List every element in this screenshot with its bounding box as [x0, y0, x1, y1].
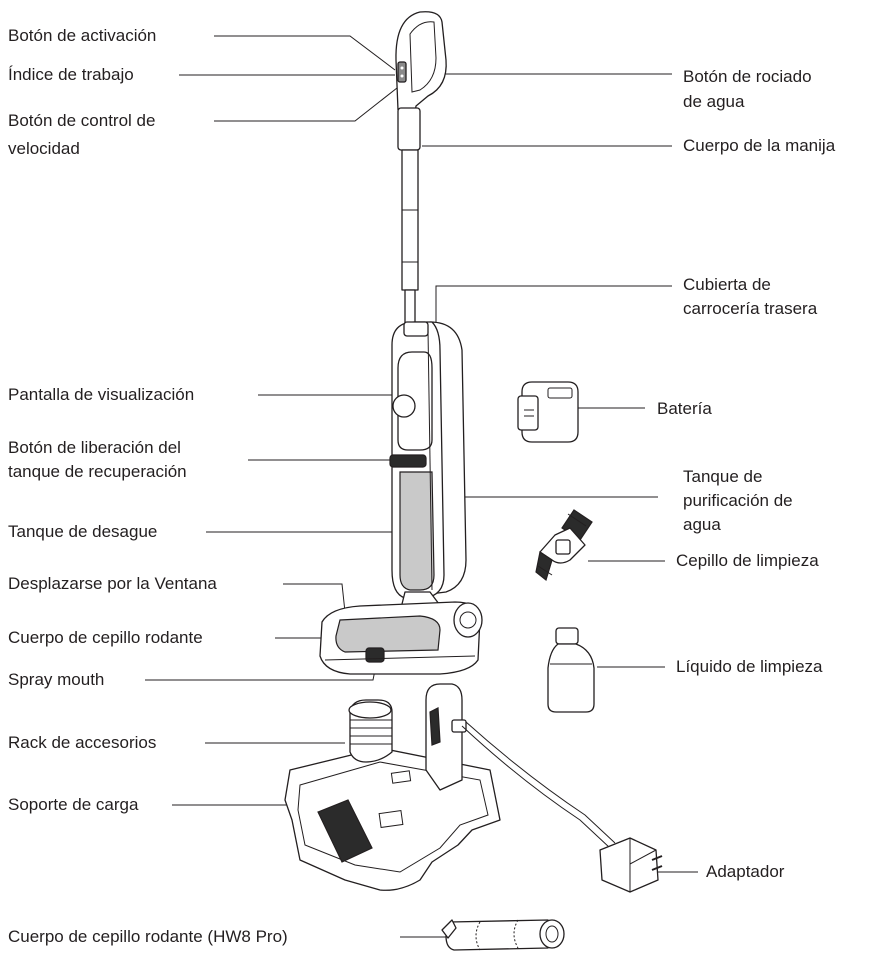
label-adaptador: Adaptador — [706, 862, 785, 881]
label-boton-rociado-line2: de agua — [683, 92, 745, 111]
display-screen — [392, 394, 416, 418]
label-boton-velocidad-line1: Botón de control de — [8, 111, 156, 130]
label-liberacion-line1: Botón de liberación del — [8, 438, 181, 457]
roller-brush-pro — [441, 919, 565, 951]
label-pantalla: Pantalla de visualización — [8, 385, 195, 404]
label-cepillo-pro: Cuerpo de cepillo rodante (HW8 Pro) — [8, 927, 288, 946]
label-desplazarse: Desplazarse por la Ventana — [8, 574, 217, 593]
label-cubierta-line1: Cubierta de — [683, 275, 771, 294]
spray-nozzle — [365, 647, 385, 663]
cleaning-brush — [535, 509, 593, 582]
label-soporte: Soporte de carga — [8, 795, 139, 814]
leader-boton-velocidad — [214, 87, 398, 122]
label-cubierta-line2: carrocería trasera — [683, 299, 818, 318]
label-purificacion-line2: purificación de — [683, 491, 793, 510]
accessory-rack — [348, 699, 393, 763]
label-boton-activacion: Botón de activación — [8, 26, 157, 45]
drain-tank — [399, 471, 435, 591]
label-liberacion-line2: tanque de recuperación — [8, 462, 187, 481]
label-purificacion-line3: agua — [683, 515, 721, 534]
release-button — [389, 454, 427, 468]
leader-boton-activacion — [214, 35, 396, 71]
leader-cubierta — [435, 285, 672, 322]
trigger-button — [397, 61, 407, 83]
label-cuerpo-cepillo: Cuerpo de cepillo rodante — [8, 628, 203, 647]
label-rack: Rack de accesorios — [8, 733, 157, 752]
label-cuerpo-manija: Cuerpo de la manija — [683, 136, 836, 155]
adapter — [461, 721, 663, 893]
label-spray: Spray mouth — [8, 670, 105, 689]
cleaning-liquid-bottle — [547, 627, 595, 713]
label-tanque-desague: Tanque de desague — [8, 522, 158, 541]
floor-head — [319, 591, 483, 675]
battery — [517, 381, 579, 443]
label-indice-trabajo: Índice de trabajo — [8, 65, 134, 84]
label-cepillo-limpieza: Cepillo de limpieza — [676, 551, 819, 570]
charging-base — [284, 683, 501, 891]
label-boton-velocidad-line2: velocidad — [8, 139, 80, 158]
label-purificacion-line1: Tanque de — [683, 467, 763, 486]
label-boton-rociado-line1: Botón de rociado — [683, 67, 812, 86]
main-body — [389, 321, 467, 599]
leader-desplazarse — [283, 583, 346, 613]
handle — [395, 11, 447, 327]
label-liquido: Líquido de limpieza — [676, 657, 823, 676]
label-bateria: Batería — [657, 399, 712, 418]
